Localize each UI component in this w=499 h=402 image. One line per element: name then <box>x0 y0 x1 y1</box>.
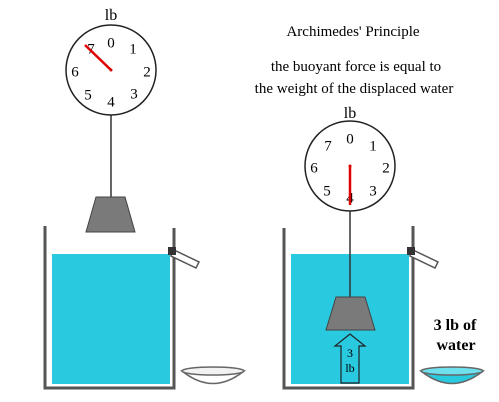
right-scale-number-1: 1 <box>369 138 377 154</box>
left-scale-number-2: 2 <box>143 64 151 80</box>
diagram-title: Archimedes' Principle <box>286 24 419 40</box>
left-scale-number-4: 4 <box>107 94 115 110</box>
right-apparatus: 3 lb 3 lb of water 0 1 2 3 4 5 6 7 <box>282 105 486 390</box>
right-scale-pivot <box>348 164 352 168</box>
overflow-label-line-2: water <box>436 337 475 354</box>
left-scale-needle <box>84 44 112 71</box>
left-scale-number-3: 3 <box>130 86 138 102</box>
right-scale-number-5: 5 <box>323 183 331 199</box>
left-scale-number-0: 0 <box>107 35 115 51</box>
right-scale-number-0: 0 <box>346 131 354 147</box>
left-apparatus: 0 1 2 3 4 5 6 7 lb <box>43 7 247 390</box>
right-scale-number-7: 7 <box>324 138 332 154</box>
left-scale-pivot <box>109 68 113 72</box>
left-scale-number-6: 6 <box>71 64 79 80</box>
overflow-label-line-1: 3 lb of <box>434 317 477 334</box>
right-scale-number-2: 2 <box>382 160 390 176</box>
right-scale: 0 1 2 3 4 5 6 7 <box>304 120 396 212</box>
buoyant-force-arrow: 3 lb <box>333 333 367 384</box>
right-dish <box>418 366 486 385</box>
right-weight <box>325 296 376 331</box>
right-scale-number-6: 6 <box>310 160 318 176</box>
left-tank <box>43 226 176 390</box>
right-scale-number-3: 3 <box>369 183 377 199</box>
left-dish <box>179 366 247 385</box>
right-tank <box>282 226 415 390</box>
left-weight <box>85 196 136 233</box>
left-tank-water <box>52 254 170 384</box>
left-scale: 0 1 2 3 4 5 6 7 <box>65 24 157 116</box>
buoyant-force-value: 3 <box>347 346 353 360</box>
buoyant-force-unit: lb <box>345 361 354 375</box>
subtitle-line-2: the weight of the displaced water <box>255 81 454 97</box>
left-spout <box>168 247 201 269</box>
left-scale-unit: lb <box>105 7 117 24</box>
subtitle-line-1: the buoyant force is equal to <box>271 59 441 75</box>
right-spout <box>407 247 440 269</box>
left-scale-number-5: 5 <box>84 87 92 103</box>
right-scale-unit: lb <box>344 105 356 122</box>
left-scale-number-1: 1 <box>129 41 137 57</box>
